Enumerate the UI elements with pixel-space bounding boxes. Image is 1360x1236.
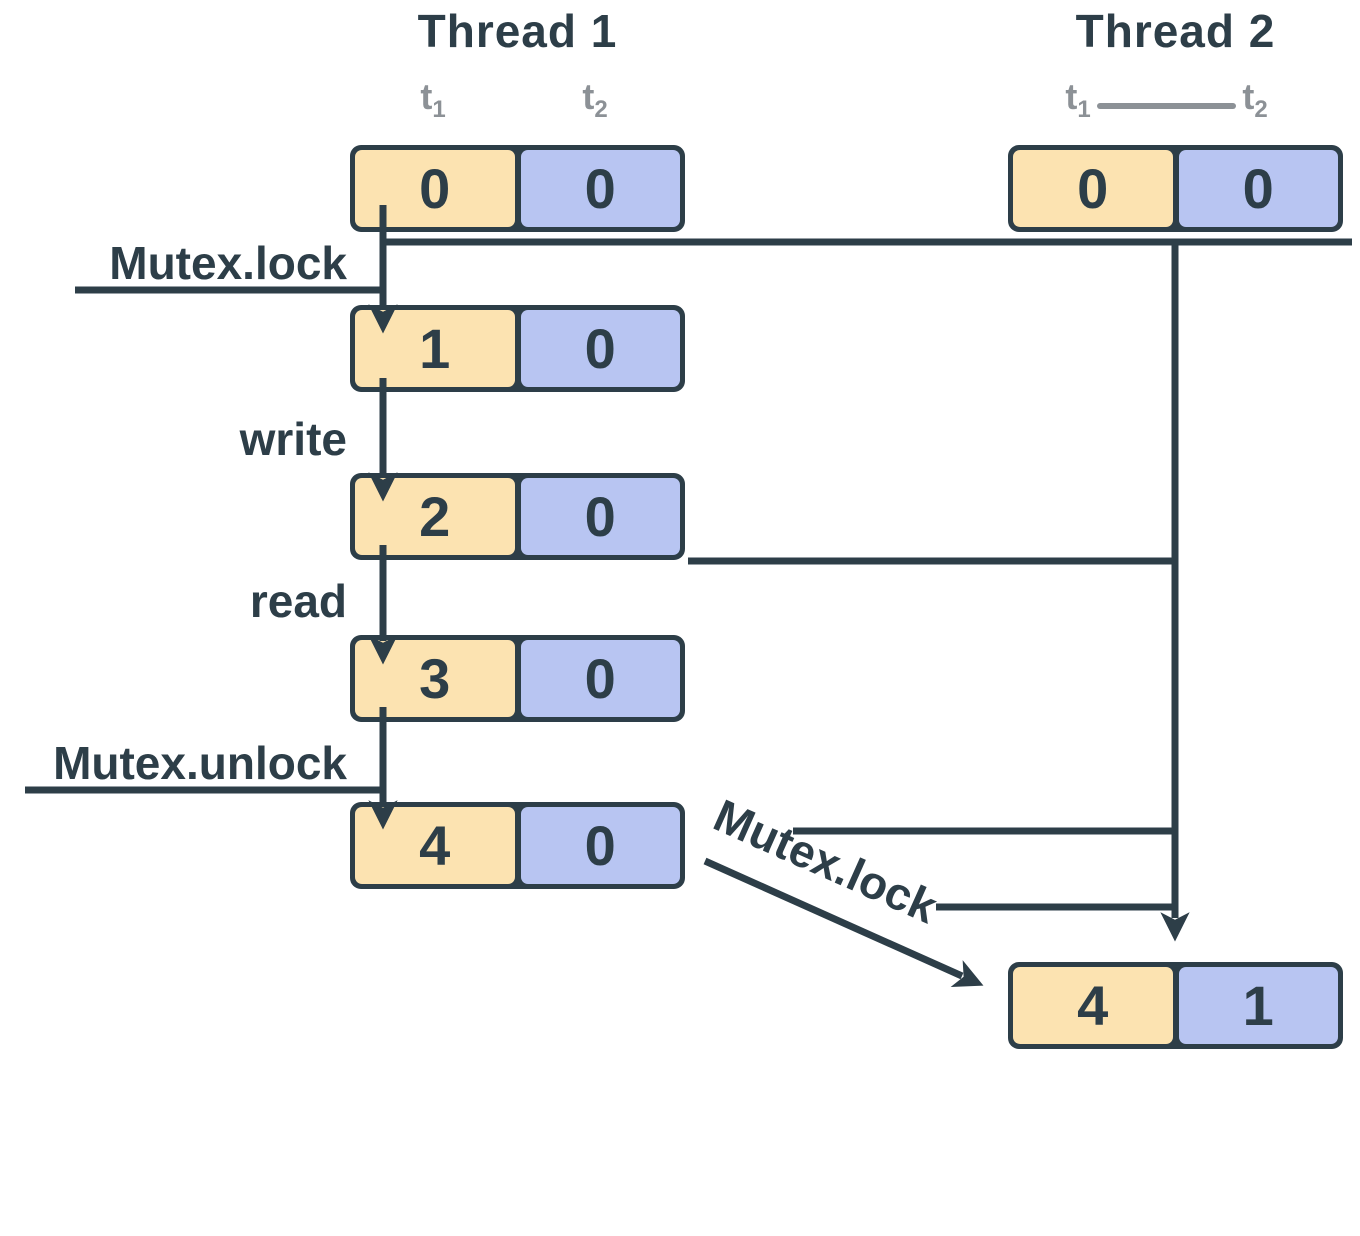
thread1-clock-label-t2: t2 — [582, 76, 608, 123]
t2-counter-cell: 0 — [1178, 150, 1338, 227]
thread1-box-3: 3 0 — [350, 635, 685, 722]
t1-counter-cell: 4 — [1013, 967, 1173, 1044]
t1-counter-cell: 3 — [355, 640, 515, 717]
t1-counter-cell: 1 — [355, 310, 515, 387]
thread2-clock-label-t2: t2 — [1242, 76, 1268, 123]
thread2-box-1: 4 1 — [1008, 962, 1343, 1049]
t1-counter-cell: 0 — [355, 150, 515, 227]
thread2-title: Thread 2 — [1075, 5, 1276, 57]
t1-counter-cell: 2 — [355, 478, 515, 555]
op-label-read: read — [249, 575, 347, 627]
t2-counter-cell: 0 — [520, 807, 680, 884]
thread2-box-0: 0 0 — [1008, 145, 1343, 232]
t2-counter-cell: 0 — [520, 478, 680, 555]
thread2-clock-label-t1: t1 — [1065, 76, 1091, 123]
op-label-mutex-unlock: Mutex.unlock — [53, 737, 347, 789]
op-label-mutex-lock: Mutex.lock — [109, 237, 347, 289]
thread1-box-4: 4 0 — [350, 802, 685, 889]
thread1-clock-label-t1: t1 — [420, 76, 446, 123]
t2-counter-cell: 0 — [520, 640, 680, 717]
cross-thread-lock-label: Mutex.lock — [706, 788, 945, 934]
t2-counter-cell: 0 — [520, 310, 680, 387]
thread1-box-2: 2 0 — [350, 473, 685, 560]
label-underlines — [25, 286, 380, 794]
thread1-title: Thread 1 — [417, 5, 618, 57]
thread1-box-0: 0 0 — [350, 145, 685, 232]
t2-counter-cell: 1 — [1178, 967, 1338, 1044]
thread1-box-1: 1 0 — [350, 305, 685, 392]
t1-counter-cell: 0 — [1013, 150, 1173, 227]
t1-counter-cell: 4 — [355, 807, 515, 884]
op-label-write: write — [239, 413, 347, 465]
t2-counter-cell: 0 — [520, 150, 680, 227]
